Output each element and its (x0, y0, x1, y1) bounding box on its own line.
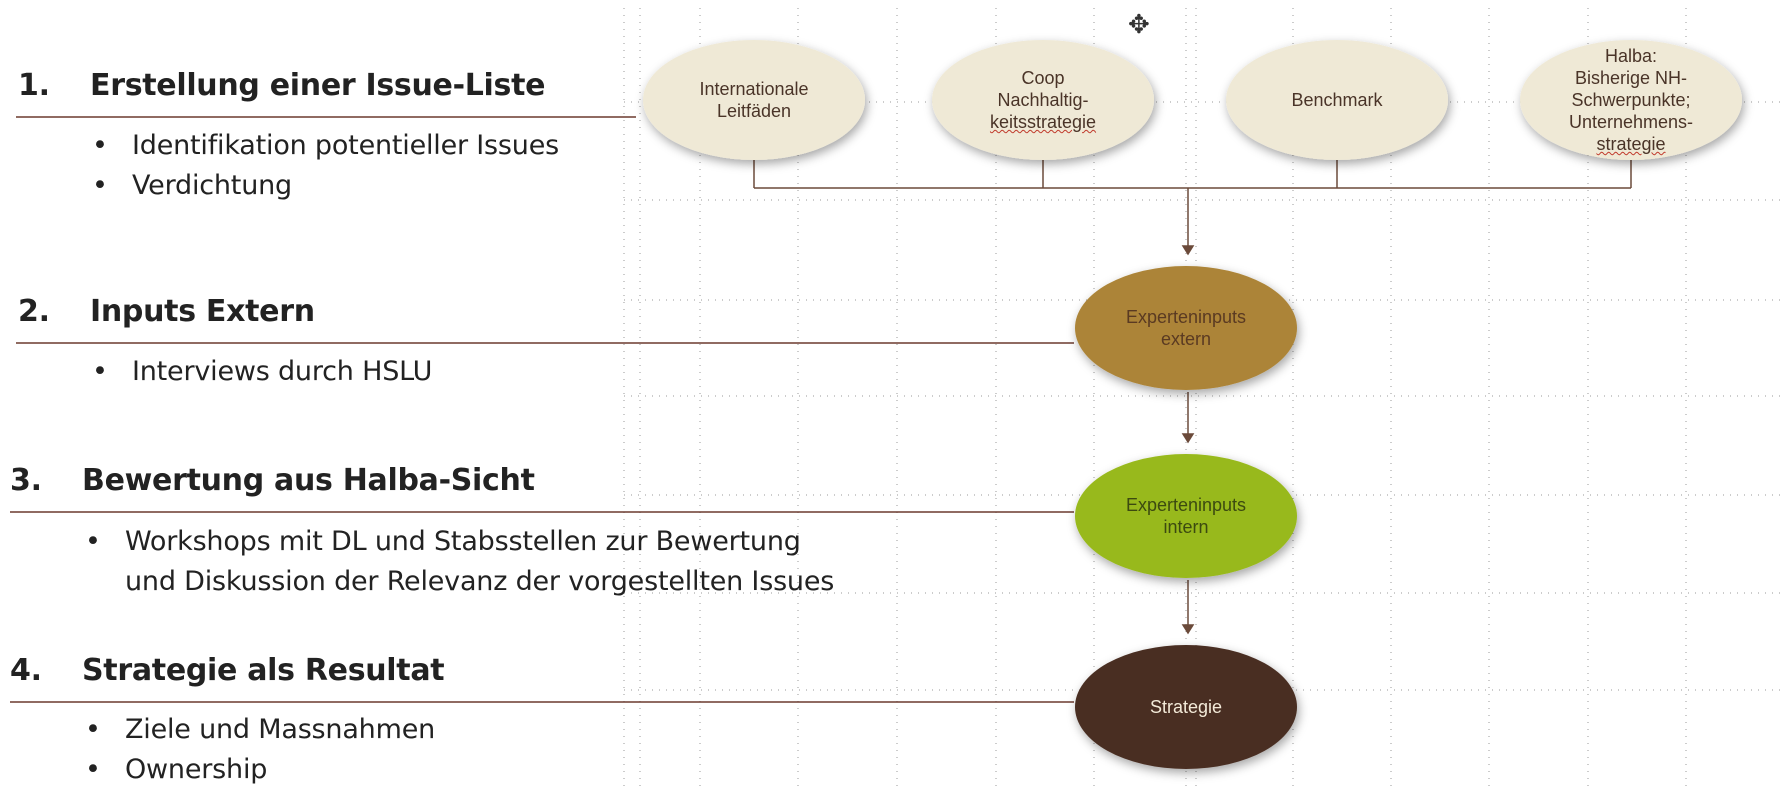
heading-underlines (10, 116, 1074, 703)
move-cursor-icon: ✥ (1128, 10, 1150, 40)
node-label-halba: Halba: Bisherige NH- Schwerpunkte; Unter… (1568, 46, 1694, 154)
node-experteninputs-intern (1075, 454, 1297, 578)
node-coop-strategie (932, 40, 1154, 160)
step-number: 3. (10, 463, 42, 498)
step-number: 2. (18, 294, 50, 329)
step-title: Inputs Extern (90, 294, 315, 329)
node-internationale-leitfaeden (643, 40, 865, 160)
node-label-coop: Coop Nachhaltig- keitsstrategie (989, 68, 1097, 132)
node-label-benchmark: Benchmark (1291, 90, 1383, 110)
arrow-to-intern (1181, 433, 1195, 444)
node-label-internationale: Internationale Leitfäden (699, 79, 809, 121)
node-benchmark (1226, 40, 1448, 160)
step-2-heading: 2. Inputs Extern (18, 294, 315, 329)
node-halba (1520, 40, 1742, 160)
node-label-intern: Experteninputs intern (1125, 495, 1247, 537)
node-experteninputs-extern (1075, 266, 1297, 390)
node-label-strategie: Strategie (1149, 697, 1223, 717)
step-3-heading: 3. Bewertung aus Halba-Sicht (10, 463, 535, 498)
flow-arrows (1181, 245, 1195, 635)
merge-connector (753, 160, 1632, 248)
step-1-bullet-1: •Identifikation potentieller Issues (92, 130, 559, 161)
step-4-heading: 4. Strategie als Resultat (10, 653, 445, 688)
step-number: 4. (10, 653, 42, 688)
arrow-to-extern (1181, 245, 1195, 256)
step-3-bullet-1: •Workshops mit DL und Stabsstellen zur B… (85, 526, 801, 557)
step-4-bullet-2: •Ownership (85, 754, 268, 785)
step-1-bullet-2: •Verdichtung (92, 170, 292, 201)
arrow-to-strategie (1181, 624, 1195, 635)
step-1-heading: 1. Erstellung einer Issue-Liste (18, 68, 545, 103)
step-3-bullet-1-continued: und Diskussion der Relevanz der vorgeste… (125, 566, 835, 597)
step-title: Strategie als Resultat (82, 653, 445, 688)
step-title: Erstellung einer Issue-Liste (90, 68, 546, 103)
step-number: 1. (18, 68, 50, 103)
step-title: Bewertung aus Halba-Sicht (82, 463, 535, 498)
step-4-bullet-1: •Ziele und Massnahmen (85, 714, 436, 745)
step-2-bullet-1: •Interviews durch HSLU (92, 356, 433, 387)
node-label-extern: Experteninputs extern (1125, 307, 1247, 349)
node-strategie (1075, 645, 1297, 769)
